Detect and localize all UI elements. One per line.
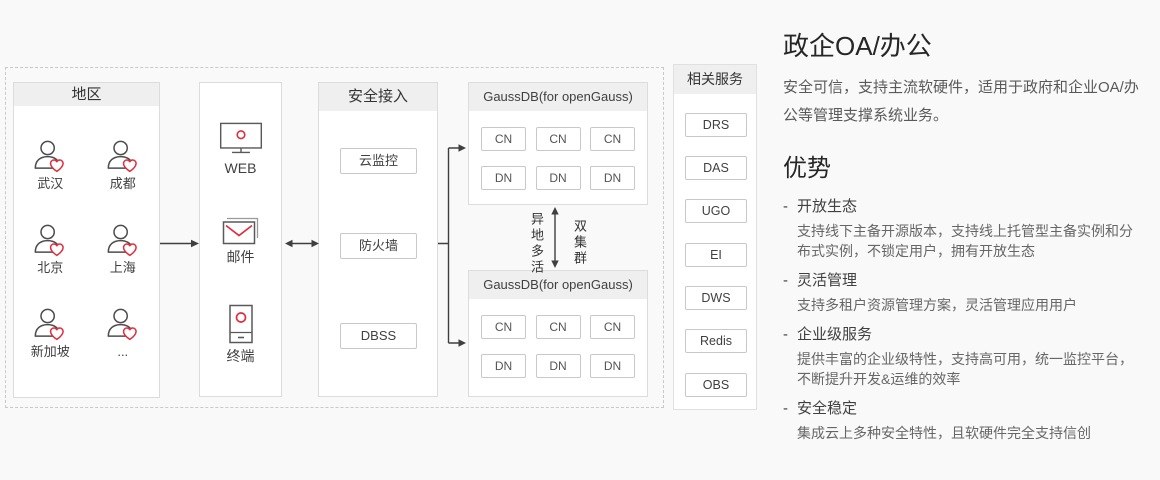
region-user: 武汉 <box>14 131 87 215</box>
cluster-link-label-geo-redundancy: 异地多活 <box>529 212 544 276</box>
bullet-dash: - <box>783 400 788 417</box>
region-user-label: 上海 <box>109 260 136 275</box>
cn-node-row: CN CN CN <box>469 127 647 151</box>
dn-node: DN <box>481 354 526 378</box>
channel-mail: 邮件 <box>222 215 260 266</box>
region-user-label: 北京 <box>37 260 64 275</box>
region-user-label: 新加坡 <box>30 344 70 359</box>
region-user: 新加坡 <box>14 299 87 383</box>
secure-access-title: 安全接入 <box>319 83 437 111</box>
page-description: 安全可信，支持主流软硬件，适用于政府和企业OA/办公等管理支撑系统业务。 <box>783 79 1139 124</box>
dn-node: DN <box>481 166 526 190</box>
region-user-label: ... <box>117 344 129 359</box>
region-user: 成都 <box>87 131 160 215</box>
bullet-dash: - <box>783 272 788 289</box>
advantages-heading: 优势 <box>783 155 831 182</box>
service-chip-drs[interactable]: DRS <box>685 113 747 137</box>
service-chip-das[interactable]: DAS <box>685 156 747 180</box>
channel-label: WEB <box>224 160 257 176</box>
cn-node: CN <box>590 315 635 339</box>
cn-node-row: CN CN CN <box>469 315 647 339</box>
dn-node-row: DN DN DN <box>469 166 647 190</box>
bullet-dash: - <box>783 326 788 343</box>
person-heart-icon <box>105 307 141 343</box>
service-chip-dws[interactable]: DWS <box>685 286 747 310</box>
dn-node: DN <box>590 354 635 378</box>
cn-node: CN <box>535 127 581 151</box>
advantage-item: - 安全稳定 集成云上多种安全特性，且软硬件完全支持信创 <box>783 398 1145 443</box>
cluster-link-label-dual-cluster: 双集群 <box>572 219 587 267</box>
page-title: 政企OA/办公 <box>783 31 932 61</box>
region-user: 上海 <box>87 215 160 299</box>
region-panel: 地区 武汉 成都 北京 上海 新加坡 <box>13 82 160 398</box>
advantage-item: - 企业级服务 提供丰富的企业级特性，支持高可用，统一监控平台，不断提升开发&运… <box>783 324 1145 389</box>
channel-label: 终端 <box>226 348 255 364</box>
cn-node: CN <box>535 315 581 339</box>
service-chip-ei[interactable]: EI <box>685 243 747 267</box>
related-services-title: 相关服务 <box>674 65 756 94</box>
gaussdb-cluster-primary: GaussDB(for openGauss) CN CN CN DN DN DN <box>468 82 648 205</box>
advantage-title: 开放生态 <box>797 198 858 215</box>
service-chip-ugo[interactable]: UGO <box>685 199 747 223</box>
person-heart-icon <box>32 139 68 175</box>
person-heart-icon <box>105 223 141 259</box>
advantage-title: 企业级服务 <box>797 326 873 343</box>
dn-node: DN <box>535 166 581 190</box>
person-heart-icon <box>105 139 141 175</box>
related-services-panel: 相关服务 DRS DAS UGO EI DWS Redis OBS <box>673 64 757 410</box>
region-users: 武汉 成都 北京 上海 新加坡 ... <box>14 131 159 383</box>
advantage-title: 灵活管理 <box>797 272 858 289</box>
gaussdb-cluster-title: GaussDB(for openGauss) <box>469 271 647 299</box>
region-user-label: 成都 <box>109 176 136 191</box>
cn-node: CN <box>590 127 635 151</box>
person-heart-icon <box>32 307 68 343</box>
channel-web: WEB <box>218 122 264 177</box>
mail-icon <box>222 215 260 245</box>
bullet-dash: - <box>783 198 788 215</box>
advantage-desc: 支持线下主备开源版本，支持线上托管型主备实例和分布式实例，不锁定用户，拥有开放生… <box>797 223 1133 259</box>
channel-label: 邮件 <box>226 249 255 265</box>
person-heart-icon <box>32 223 68 259</box>
advantages-list: - 开放生态 支持线下主备开源版本，支持线上托管型主备实例和分布式实例，不锁定用… <box>783 196 1145 443</box>
channels-panel: WEB 邮件 终端 <box>199 82 282 397</box>
info-panel: 政企OA/办公 安全可信，支持主流软硬件，适用于政府和企业OA/办公等管理支撑系… <box>783 28 1145 452</box>
cn-node: CN <box>481 315 526 339</box>
advantage-title: 安全稳定 <box>797 400 858 417</box>
region-user-label: 武汉 <box>37 176 64 191</box>
secure-access-item: 防火墙 <box>340 233 417 259</box>
advantage-desc: 集成云上多种安全特性，且软硬件完全支持信创 <box>797 425 1091 441</box>
advantage-desc: 提供丰富的企业级特性，支持高可用，统一监控平台，不断提升开发&运维的效率 <box>797 351 1133 387</box>
dn-node: DN <box>590 166 635 190</box>
service-chip-obs[interactable]: OBS <box>685 373 747 397</box>
monitor-icon <box>218 122 264 156</box>
secure-access-item: DBSS <box>340 323 417 349</box>
dn-node: DN <box>535 354 581 378</box>
secure-access-panel: 安全接入 云监控 防火墙 DBSS <box>318 82 438 397</box>
advantage-desc: 支持多租户资源管理方案，灵活管理应用用户 <box>797 297 1077 313</box>
terminal-icon <box>228 304 254 344</box>
dn-node-row: DN DN DN <box>469 354 647 378</box>
region-user: 北京 <box>14 215 87 299</box>
gaussdb-cluster-standby: GaussDB(for openGauss) CN CN CN DN DN DN <box>468 270 648 397</box>
advantage-item: - 灵活管理 支持多租户资源管理方案，灵活管理应用用户 <box>783 270 1145 315</box>
region-panel-title: 地区 <box>14 83 159 106</box>
diagram-boundary <box>5 67 664 408</box>
service-chip-redis[interactable]: Redis <box>685 329 747 353</box>
cn-node: CN <box>481 127 526 151</box>
gaussdb-cluster-title: GaussDB(for openGauss) <box>469 83 647 111</box>
secure-access-item: 云监控 <box>340 148 417 174</box>
advantage-item: - 开放生态 支持线下主备开源版本，支持线上托管型主备实例和分布式实例，不锁定用… <box>783 196 1145 261</box>
channel-terminal: 终端 <box>227 304 255 365</box>
region-user: ... <box>87 299 160 383</box>
